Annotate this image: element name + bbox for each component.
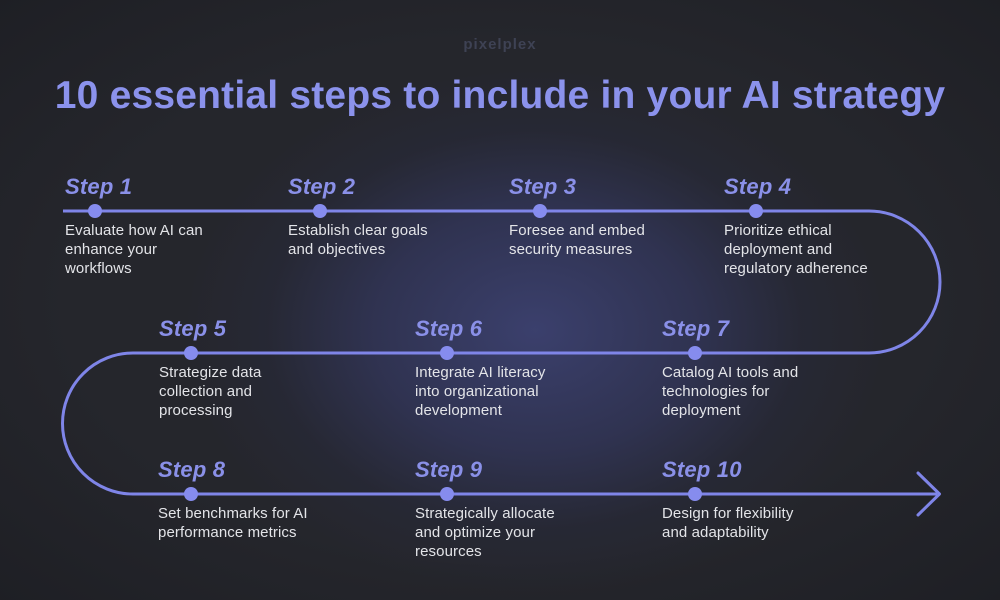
- step-7: Step 7 Catalog AI tools and technologies…: [662, 316, 817, 420]
- arrow-right-icon: [916, 471, 941, 517]
- brand-logo: pixelplex: [463, 36, 537, 53]
- step-1-label: Step 1: [65, 174, 133, 199]
- step-9: Step 9 Strategically allocate and optimi…: [415, 457, 580, 561]
- step-4-label: Step 4: [724, 174, 792, 199]
- step-10: Step 10 Design for flexibility and adapt…: [662, 457, 822, 542]
- step-7-label: Step 7: [662, 316, 730, 341]
- step-10-label: Step 10: [662, 457, 742, 482]
- step-3-label: Step 3: [509, 174, 577, 199]
- step-2-description: Establish clear goals and objectives: [288, 222, 428, 258]
- step-2-label: Step 2: [288, 174, 356, 199]
- step-1: Step 1 Evaluate how AI can enhance your …: [65, 174, 225, 278]
- step-6-description: Integrate AI literacy into organizationa…: [415, 364, 546, 419]
- step-8-description: Set benchmarks for AI performance metric…: [158, 505, 308, 541]
- infographic-title: 10 essential steps to include in your AI…: [54, 74, 946, 117]
- step-10-description: Design for flexibility and adaptability: [662, 505, 794, 541]
- step-1-description: Evaluate how AI can enhance your workflo…: [65, 222, 203, 277]
- step-3: Step 3 Foresee and embed security measur…: [509, 174, 669, 259]
- step-8: Step 8 Set benchmarks for AI performance…: [158, 457, 323, 542]
- step-5-description: Strategize data collection and processin…: [159, 364, 262, 419]
- step-6-label: Step 6: [415, 316, 483, 341]
- step-4-description: Prioritize ethical deployment and regula…: [724, 222, 868, 277]
- step-9-description: Strategically allocate and optimize your…: [415, 505, 555, 560]
- step-8-label: Step 8: [158, 457, 226, 482]
- step-5-label: Step 5: [159, 316, 227, 341]
- step-2: Step 2 Establish clear goals and objecti…: [288, 174, 448, 259]
- step-9-label: Step 9: [415, 457, 483, 482]
- step-7-description: Catalog AI tools and technologies for de…: [662, 364, 799, 419]
- step-6: Step 6 Integrate AI literacy into organi…: [415, 316, 570, 420]
- step-4: Step 4 Prioritize ethical deployment and…: [724, 174, 889, 278]
- step-5: Step 5 Strategize data collection and pr…: [159, 316, 324, 420]
- step-3-description: Foresee and embed security measures: [509, 222, 645, 258]
